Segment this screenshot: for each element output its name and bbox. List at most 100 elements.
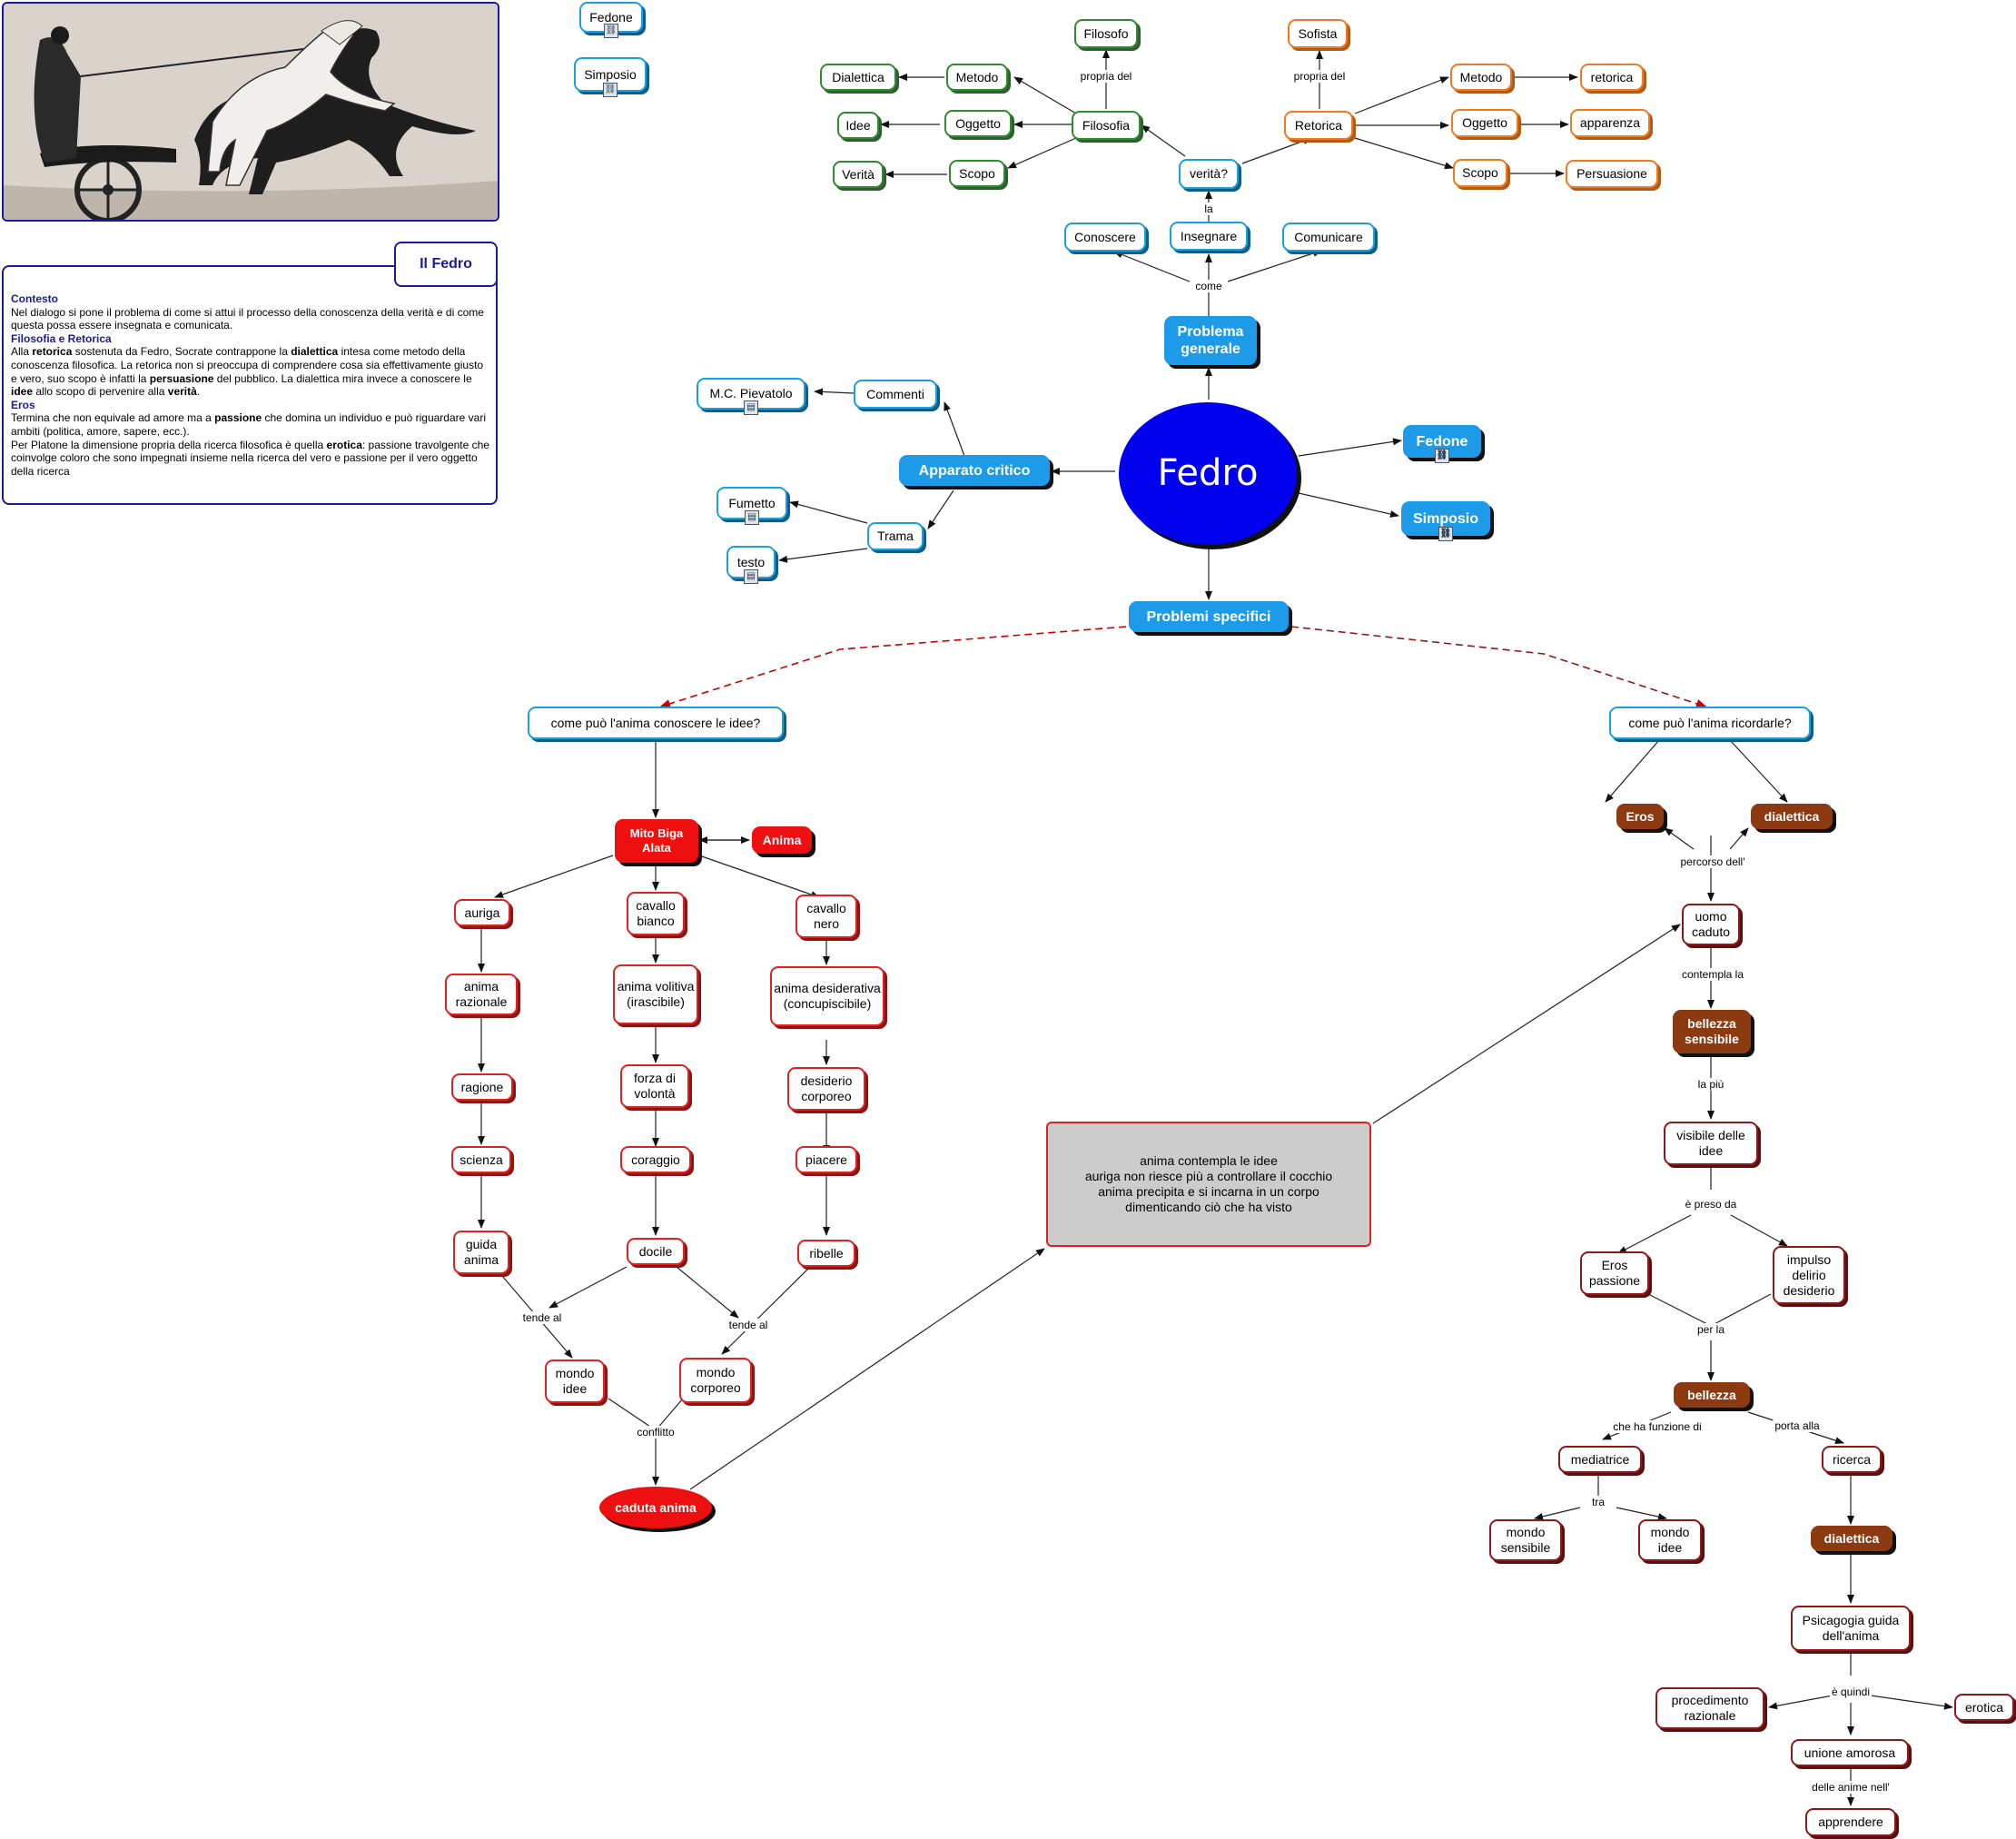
node-guida-anima[interactable]: guida anima [453,1231,509,1274]
node-dialettica[interactable]: Dialettica [820,64,896,91]
node-cavallo-nero[interactable]: cavallo nero [796,895,857,938]
link-label: tra [1589,1496,1607,1508]
node-persuasione[interactable]: Persuasione [1566,160,1658,188]
link-label: delle anime nell' [1810,1781,1892,1794]
node-apparenza[interactable]: apparenza [1570,109,1650,137]
node-question-conoscere[interactable]: come può l'anima conoscere le idee? [528,707,784,739]
node-caduta-description[interactable]: anima contempla le idee auriga non riesc… [1046,1122,1371,1247]
link-icon: ⛓ [604,24,618,38]
node-metodo-filosofia[interactable]: Metodo [946,64,1008,91]
link-label: che ha funzione di [1611,1420,1704,1433]
node-testo[interactable]: testo▤ [726,546,776,584]
node-label: M.C. Pievatolo [709,386,793,400]
node-verita[interactable]: Verità [833,161,884,188]
node-comunicare[interactable]: Comunicare [1282,222,1375,252]
node-filosofo[interactable]: Filosofo [1074,19,1138,48]
node-scopo-filosofia[interactable]: Scopo [949,160,1005,187]
link-label: porta alla [1773,1419,1822,1432]
node-conoscere[interactable]: Conoscere [1064,222,1146,252]
node-apparato-critico[interactable]: Apparato critico [899,455,1050,486]
node-label: Simposio [1412,510,1478,527]
node-idee[interactable]: Idee [837,112,879,139]
link-fedone-top[interactable]: Fedone⛓ [579,2,643,38]
node-retorica[interactable]: Retorica [1284,111,1353,140]
node-oggetto-retorica[interactable]: Oggetto [1451,109,1518,137]
node-oggetto-filosofia[interactable]: Oggetto [944,110,1012,137]
node-mondo-sensibile[interactable]: mondo sensibile [1489,1519,1562,1561]
node-problema-generale[interactable]: Problema generale [1164,316,1257,365]
info-panel: Contesto Nel dialogo si pone il problema… [2,265,498,505]
node-anima-desiderativa[interactable]: anima desiderativa (concupiscibile) [770,966,884,1026]
node-ragione[interactable]: ragione [451,1073,513,1101]
node-problemi-specifici[interactable]: Problemi specifici [1129,601,1289,632]
node-retorica-metodo[interactable]: retorica [1580,64,1644,91]
node-ricerca[interactable]: ricerca [1822,1446,1882,1473]
node-psicagogia[interactable]: Psicagogia guida dell'anima [1791,1606,1911,1651]
node-coraggio[interactable]: coraggio [620,1146,691,1173]
node-eros-passione[interactable]: Eros passione [1580,1251,1649,1295]
node-ribelle[interactable]: ribelle [797,1240,855,1267]
filosofia-retorica-text: Alla retorica sostenuta da Fedro, Socrat… [11,345,484,399]
node-mondo-corporeo[interactable]: mondo corporeo [679,1358,752,1403]
node-eros[interactable]: Eros [1616,804,1664,829]
node-label: testo [736,554,766,569]
node-metodo-retorica[interactable]: Metodo [1450,64,1512,91]
node-bellezza-sensibile[interactable]: bellezza sensibile [1673,1010,1751,1053]
link-label: è quindi [1829,1686,1873,1698]
node-insegnare[interactable]: Insegnare [1170,222,1248,251]
node-verita-question[interactable]: verità? [1179,159,1239,189]
node-commenti[interactable]: Commenti [854,380,937,409]
link-label: è preso da [1683,1198,1739,1211]
link-label: propria del [1078,70,1134,83]
link-icon: ⛓ [603,83,618,97]
node-trama[interactable]: Trama [867,522,924,550]
node-docile[interactable]: docile [627,1238,685,1265]
node-apprendere[interactable]: apprendere [1805,1808,1896,1836]
link-simposio-top[interactable]: Simposio⛓ [574,57,647,97]
node-mondo-idee[interactable]: mondo idee [545,1359,605,1403]
node-erotica[interactable]: erotica [1954,1694,2014,1721]
node-anima-volitiva[interactable]: anima volitiva (irascibile) [613,964,698,1024]
node-bellezza[interactable]: bellezza [1674,1382,1750,1408]
node-fedro-center[interactable]: Fedro [1119,402,1297,545]
node-pievatolo[interactable]: M.C. Pievatolo▤ [697,378,805,415]
node-scienza[interactable]: scienza [451,1146,511,1173]
node-auriga[interactable]: auriga [454,899,510,926]
node-dialettica-top[interactable]: dialettica [1751,804,1833,829]
node-piacere[interactable]: piacere [796,1146,857,1173]
node-label: Simposio [584,66,637,82]
link-label: conflitto [635,1426,677,1439]
node-anima[interactable]: Anima [752,826,812,854]
link-label: contempla la [1679,968,1746,981]
link-label: come [1193,280,1224,292]
link-label: tende al [726,1319,770,1331]
info-title: Il Fedro [394,242,498,287]
node-fumetto[interactable]: Fumetto▤ [716,487,787,525]
contesto-heading: Contesto [11,292,58,305]
node-scopo-retorica[interactable]: Scopo [1453,159,1507,187]
link-label: tende al [520,1311,564,1324]
node-cavallo-bianco[interactable]: cavallo bianco [627,892,685,935]
node-sofista[interactable]: Sofista [1288,19,1348,48]
link-simposio[interactable]: Simposio⛓ [1401,501,1490,541]
node-impulso-delirio[interactable]: impulso delirio desiderio [1773,1246,1845,1304]
node-anima-razionale[interactable]: anima razionale [445,974,518,1015]
filosofia-retorica-heading: Filosofia e Retorica [11,331,112,345]
node-mito-biga-alata[interactable]: Mito Biga Alata [615,819,698,863]
node-unione-amorosa[interactable]: unione amorosa [1791,1739,1909,1766]
node-question-ricordare[interactable]: come può l'anima ricordarle? [1609,707,1811,739]
eros-heading: Eros [11,398,35,411]
node-forza-volonta[interactable]: forza di volontà [620,1064,689,1108]
node-procedimento-razionale[interactable]: procedimento razionale [1655,1687,1764,1729]
node-mediatrice[interactable]: mediatrice [1558,1446,1642,1473]
node-mondo-idee-right[interactable]: mondo idee [1638,1519,1702,1561]
node-visibile-idee[interactable]: visibile delle idee [1664,1122,1758,1165]
node-desiderio-corporeo[interactable]: desiderio corporeo [787,1067,865,1111]
node-uomo-caduto[interactable]: uomo caduto [1682,904,1740,945]
link-fedone[interactable]: Fedone⛓ [1403,425,1481,463]
document-icon: ▤ [745,510,759,525]
node-filosofia[interactable]: Filosofia [1072,111,1141,140]
node-caduta-anima[interactable]: caduta anima [599,1487,712,1528]
link-icon: ⛓ [1435,449,1449,463]
node-dialettica-bottom[interactable]: dialettica [1811,1526,1892,1551]
